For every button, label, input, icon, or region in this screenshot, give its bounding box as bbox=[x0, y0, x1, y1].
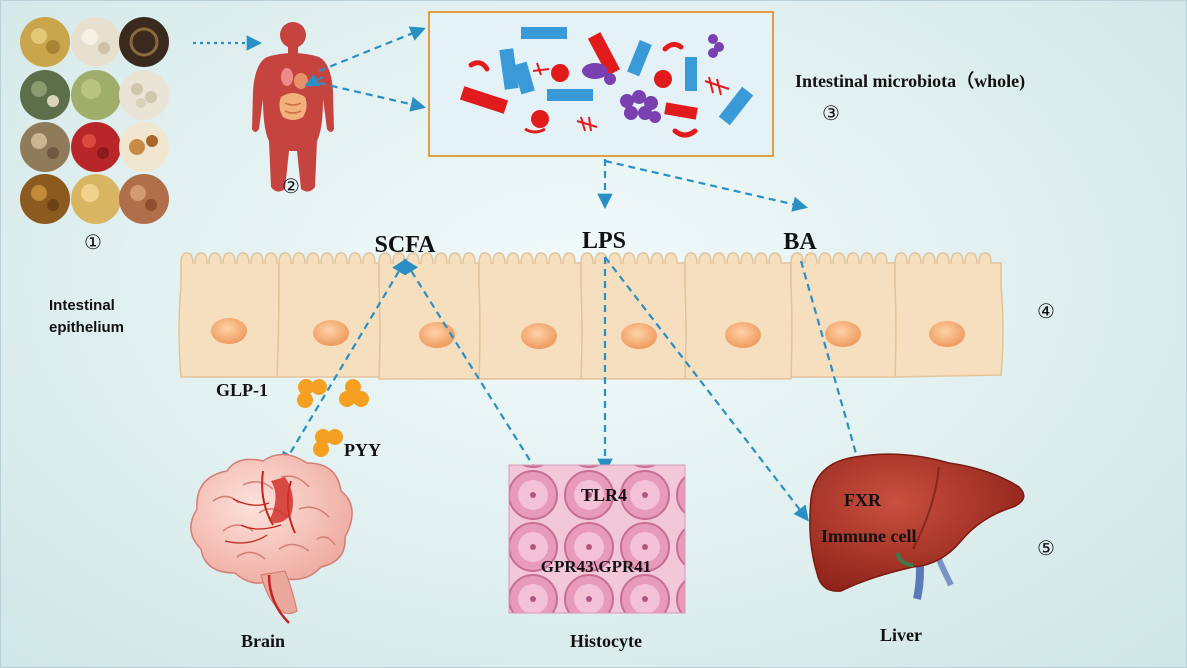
body-to-microbiota-arrow-2 bbox=[318, 81, 427, 112]
immune-cell-label: Immune cell bbox=[821, 526, 916, 546]
step-3-marker: ③ bbox=[822, 103, 840, 125]
bacteria-cluster-icon bbox=[459, 27, 754, 138]
herb-tile bbox=[71, 122, 121, 172]
herb-tile bbox=[20, 122, 70, 172]
glp1-granules bbox=[297, 379, 369, 408]
brain-label: Brain bbox=[241, 631, 285, 651]
herb-tile bbox=[119, 17, 169, 67]
tlr4-label: TLR4 bbox=[581, 485, 627, 505]
microbiota-to-ba-arrow bbox=[604, 159, 809, 212]
ba-label: BA bbox=[783, 229, 817, 255]
herb-tile bbox=[119, 70, 169, 120]
body-internal-arrow bbox=[304, 73, 324, 87]
step-2-marker: ② bbox=[282, 176, 300, 198]
step-1-marker: ① bbox=[84, 232, 102, 254]
herb-tile bbox=[71, 174, 121, 224]
lps-label: LPS bbox=[582, 228, 626, 254]
human-body-icon bbox=[252, 22, 334, 192]
pyy-granules bbox=[313, 429, 343, 457]
body-to-microbiota-arrow bbox=[318, 26, 426, 73]
gpr-label: GPR43\GPR41 bbox=[541, 557, 652, 576]
tissue-micrograph-icon bbox=[508, 464, 686, 614]
epithelium-label-line1: Intestinal bbox=[49, 297, 115, 314]
herb-tile bbox=[20, 174, 70, 224]
herb-tile bbox=[119, 174, 169, 224]
herb-tile bbox=[20, 70, 70, 120]
fxr-label: FXR bbox=[844, 490, 882, 510]
ba-liver-arrow bbox=[799, 260, 866, 474]
step-5-marker: ⑤ bbox=[1037, 538, 1055, 560]
pyy-label: PYY bbox=[344, 440, 381, 460]
epithelium-label-line2: epithelium bbox=[49, 319, 124, 336]
herb-tile bbox=[119, 122, 169, 172]
scfa-brain-arrow bbox=[281, 258, 407, 468]
herbal-medicine-grid-icon bbox=[20, 17, 169, 224]
glp1-label: GLP-1 bbox=[216, 380, 268, 400]
herb-tile bbox=[20, 17, 70, 67]
histocyte-label: Histocyte bbox=[570, 631, 642, 651]
herb-tile bbox=[71, 70, 121, 120]
intestinal-epithelium bbox=[178, 252, 1004, 380]
liver-label: Liver bbox=[880, 625, 922, 645]
liver-icon bbox=[809, 453, 1025, 600]
brain-icon bbox=[190, 453, 353, 624]
step-4-marker: ④ bbox=[1037, 301, 1055, 323]
microbiota-label: Intestinal microbiota（whole) bbox=[795, 71, 1025, 92]
herb-tile bbox=[71, 17, 121, 67]
